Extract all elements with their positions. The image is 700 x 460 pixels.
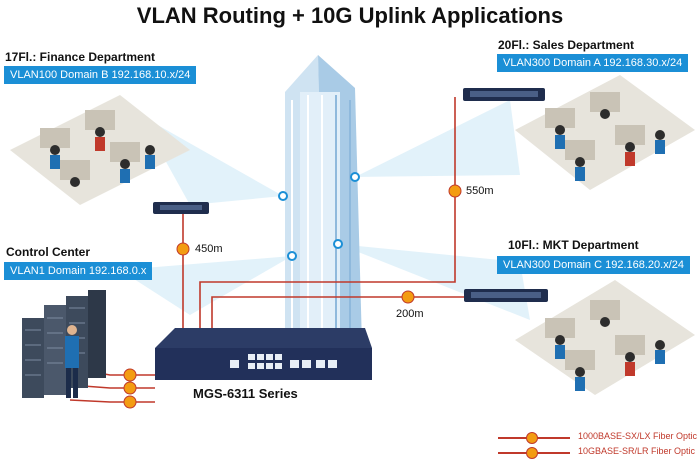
badge-finance xyxy=(176,242,190,256)
beam-sales xyxy=(355,100,520,177)
server-racks xyxy=(22,290,106,398)
badge-10g-1 xyxy=(123,368,137,382)
legend-1g-marker xyxy=(526,432,538,444)
dept-sales-vlan: VLAN300 Domain A 192.168.30.x/24 xyxy=(497,54,689,72)
legend-1g-label: 1000BASE-SX/LX Fiber Optic xyxy=(578,431,698,441)
switch-mkt xyxy=(464,289,548,302)
legend-1g: 1000BASE-SX/LX Fiber Optic xyxy=(498,431,698,445)
building-node-mkt xyxy=(333,239,343,249)
office-sales xyxy=(515,75,695,190)
dept-control-name: Control Center xyxy=(6,245,90,259)
beam-control xyxy=(120,256,292,315)
beam-finance xyxy=(140,115,283,205)
legend-10g-marker xyxy=(526,447,538,459)
dept-finance-vlan: VLAN100 Domain B 192.168.10.x/24 xyxy=(4,66,197,84)
badge-10g-2 xyxy=(123,381,137,395)
skyscraper xyxy=(285,55,362,345)
dept-mkt-name: 10Fl.: MKT Department xyxy=(508,238,639,252)
office-finance xyxy=(10,95,190,205)
building-node-control xyxy=(287,251,297,261)
office-mkt xyxy=(515,280,695,395)
core-switch xyxy=(155,328,372,380)
badge-sales xyxy=(448,184,462,198)
dept-control-vlan: VLAN1 Domain 192.168.0.x xyxy=(4,262,153,280)
legend-10g-label: 10GBASE-SR/LR Fiber Optic xyxy=(578,446,696,456)
legend-10g: 10GBASE-SR/LR Fiber Optic xyxy=(498,446,698,460)
distance-sales: 550m xyxy=(466,185,494,197)
dept-finance-name: 17Fl.: Finance Department xyxy=(5,50,156,64)
badge-mkt xyxy=(401,290,415,304)
page-title: VLAN Routing + 10G Uplink Applications xyxy=(136,3,564,28)
building-node-sales xyxy=(350,172,360,182)
building-node-finance xyxy=(278,191,288,201)
dept-sales-name: 20Fl.: Sales Department xyxy=(498,38,635,52)
distance-finance: 450m xyxy=(195,243,223,255)
switch-finance xyxy=(153,202,209,214)
dept-mkt-vlan: VLAN300 Domain C 192.168.20.x/24 xyxy=(497,256,691,274)
badge-10g-3 xyxy=(123,395,137,409)
switch-sales xyxy=(463,88,545,101)
distance-mkt: 200m xyxy=(396,308,424,320)
core-switch-model: MGS-6311 Series xyxy=(193,386,298,401)
